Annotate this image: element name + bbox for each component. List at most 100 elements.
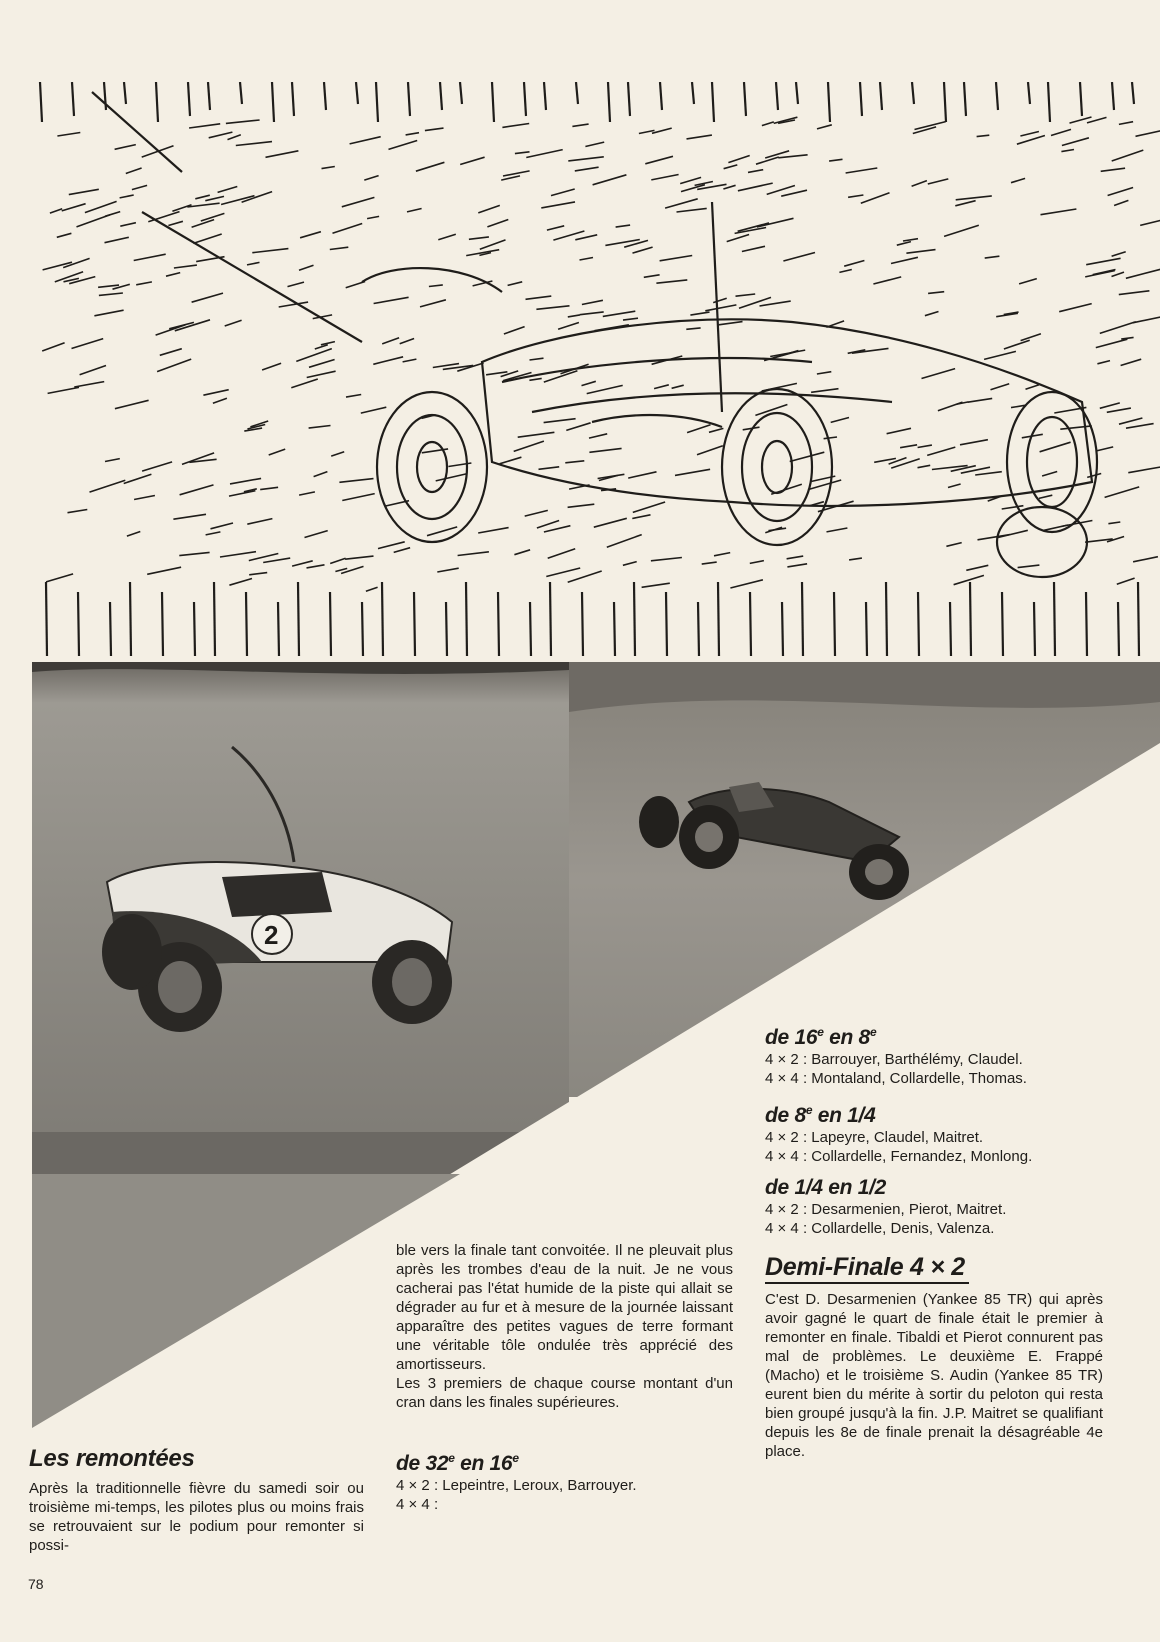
left-column: Les remontées Après la traditionnelle fi… <box>29 1445 364 1555</box>
sketch-hatch-stroke <box>651 127 672 135</box>
sketch-hatch-stroke <box>622 560 637 567</box>
sketch-hatch-stroke <box>1104 486 1140 499</box>
sketch-top-tick <box>354 82 360 105</box>
sketch-top-tick <box>438 82 444 111</box>
sketch-hatch-stroke <box>228 489 256 497</box>
sketch-hatch-stroke <box>574 166 599 172</box>
sketch-top-tick <box>322 82 328 111</box>
sketch-hatch-stroke <box>1108 521 1121 525</box>
sketch-hatch-stroke <box>1010 177 1026 184</box>
round-quarter-to-half-title: de 1/4 en 1/2 <box>765 1176 887 1199</box>
sketch-hatch-stroke <box>377 541 405 550</box>
sketch-hatch-stroke <box>529 377 542 382</box>
sketch-hatch-stroke <box>955 401 969 406</box>
sketch-hatch-stroke <box>622 317 639 321</box>
sketch-hatch-stroke <box>250 420 269 428</box>
sketch-hatch-stroke <box>229 477 262 485</box>
sketch-hatch-stroke <box>912 126 937 135</box>
sketch-hatch-stroke <box>1096 446 1114 452</box>
sketch-hatch-stroke <box>997 529 1028 539</box>
sketch-top-tick <box>1078 82 1084 117</box>
sketch-hatch-stroke <box>435 472 468 482</box>
sketch-hatch-stroke <box>696 445 724 456</box>
sketch-hatch-stroke <box>598 474 619 482</box>
sketch-hatch-stroke <box>1001 504 1024 510</box>
sketch-hatch-stroke <box>680 183 706 193</box>
sketch-hatch-stroke <box>524 509 548 517</box>
sketch-hatch-stroke <box>996 312 1019 318</box>
sketch-hatch-stroke <box>955 195 992 201</box>
sketch-hatch-stroke <box>208 131 233 139</box>
sketch-hatch-stroke <box>339 477 374 484</box>
sketch-hatch-stroke <box>335 567 348 573</box>
sketch-hatch-stroke <box>606 533 642 549</box>
sketch-top-tick <box>606 82 612 123</box>
sketch-hatch-stroke <box>340 565 364 575</box>
sketch-hatch-stroke <box>705 304 737 312</box>
sketch-hatch-stroke <box>984 255 1000 259</box>
sketch-hatch-stroke <box>946 541 962 548</box>
sketch-hatch-stroke <box>514 549 531 556</box>
sketch-top-tick <box>102 82 108 111</box>
sketch-hatch-stroke <box>1017 564 1040 569</box>
sketch-hatch-stroke <box>321 165 335 170</box>
sketch-hatch-stroke <box>189 458 217 464</box>
sketch-hatch-stroke <box>1038 494 1053 500</box>
sketch-hatch-stroke <box>457 362 484 372</box>
sketch-hatch-stroke <box>364 174 379 181</box>
sketch-bottom-tick <box>76 591 81 656</box>
sketch-hatch-stroke <box>428 284 443 288</box>
sketch-hatch-stroke <box>953 574 985 586</box>
sketch-hatch-stroke <box>645 155 674 165</box>
sketch-hatch-stroke <box>623 239 649 248</box>
sketch-hatch-stroke <box>147 566 182 576</box>
sketch-hatch-stroke <box>926 446 956 457</box>
sketch-bottom-tick <box>444 601 449 656</box>
sketch-hatch-stroke <box>538 466 560 471</box>
sketch-hatch-stroke <box>550 188 575 197</box>
sketch-hatch-stroke <box>845 167 878 174</box>
page-number: 78 <box>28 1576 44 1592</box>
sketch-hatch-stroke <box>726 233 750 243</box>
sketch-top-tick <box>154 82 160 123</box>
sketch-hatch-stroke <box>329 557 346 565</box>
sketch-bottom-tick <box>192 601 197 656</box>
rc-buggy-sketch-icon <box>38 82 1160 656</box>
sketch-bottom-tick <box>1052 581 1057 656</box>
sketch-hatch-stroke <box>104 457 120 463</box>
sketch-hatch-stroke <box>1061 137 1090 147</box>
sketch-hatch-stroke <box>975 470 1002 476</box>
sketch-hatch-stroke <box>567 570 602 584</box>
round-quarter-to-half-4x4: 4 × 4 : Collardelle, Denis, Valenza. <box>765 1220 995 1237</box>
sketch-hatch-stroke <box>210 522 234 530</box>
sketch-hatch-stroke <box>63 277 80 283</box>
sketch-hatch-stroke <box>341 196 375 208</box>
sketch-hatch-stroke <box>1061 148 1075 153</box>
sketch-hatch-stroke <box>345 555 374 560</box>
sketch-hatch-stroke <box>874 457 897 464</box>
sketch-hatch-stroke <box>349 135 381 145</box>
sketch-hatch-stroke <box>1140 219 1160 227</box>
sketch-top-tick <box>794 82 800 105</box>
sketch-bottom-tick <box>296 581 301 656</box>
sketch-hatch-stroke <box>579 311 604 316</box>
sketch-hatch-stroke <box>690 311 710 316</box>
sketch-hatch-stroke <box>244 427 263 432</box>
sketch-hatch-stroke <box>902 237 919 242</box>
sketch-hatch-stroke <box>671 384 684 390</box>
sketch-hatch-stroke <box>466 248 500 257</box>
sketch-hatch-stroke <box>781 189 808 197</box>
sketch-hatch-stroke <box>947 483 961 489</box>
sketch-hatch-stroke <box>246 261 260 266</box>
sketch-hatch-stroke <box>94 309 124 317</box>
sketch-hatch-stroke <box>1086 257 1121 266</box>
sketch-hatch-stroke <box>755 403 788 417</box>
sketch-hatch-stroke <box>98 284 120 289</box>
sketch-hatch-stroke <box>766 184 796 196</box>
sketch-hatch-stroke <box>114 143 136 151</box>
sketch-hatch-stroke <box>402 358 417 363</box>
sketch-hatch-stroke <box>1041 470 1058 477</box>
sketch-hatch-stroke <box>679 176 702 185</box>
sketch-hatch-stroke <box>966 564 989 572</box>
sketch-bottom-tick <box>160 591 165 656</box>
